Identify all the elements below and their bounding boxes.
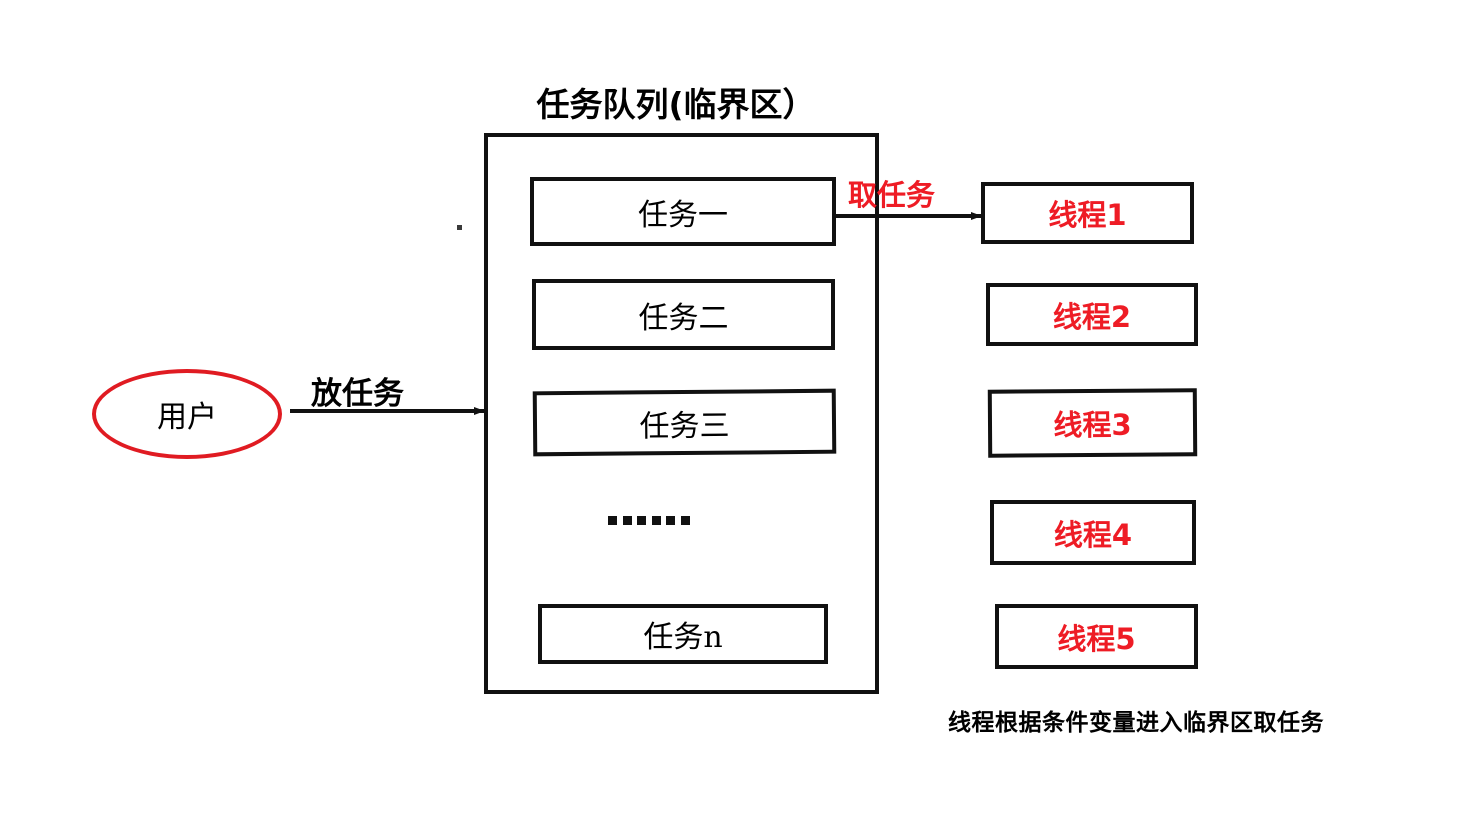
task-box-1[interactable]: 任务一 xyxy=(530,177,836,246)
thread-box-1[interactable]: 线程1 xyxy=(981,182,1194,244)
stray-mark-artifact xyxy=(457,225,462,230)
thread-box-2[interactable]: 线程2 xyxy=(986,283,1198,346)
thread-box-5[interactable]: 线程5 xyxy=(995,604,1198,669)
task-list-ellipsis xyxy=(608,508,690,532)
task-queue-container xyxy=(484,133,879,694)
ellipsis-dot xyxy=(680,515,690,525)
footer-note: 线程根据条件变量进入临界区取任务 xyxy=(948,710,1324,736)
take-task-edge-label: 取任务 xyxy=(848,178,936,212)
task-box-2[interactable]: 任务二 xyxy=(532,279,835,350)
put-task-edge-label: 放任务 xyxy=(311,376,404,412)
ellipsis-dot xyxy=(637,515,647,525)
task-box-3[interactable]: 任务三 xyxy=(532,388,837,457)
ellipsis-dot xyxy=(608,515,617,525)
queue-title: 任务队列(临界区） xyxy=(536,85,816,124)
ellipsis-dot xyxy=(651,515,661,525)
thread-box-3[interactable]: 线程3 xyxy=(987,388,1198,458)
task-box-n[interactable]: 任务n xyxy=(538,604,828,664)
user-actor[interactable]: 用户 xyxy=(92,369,282,459)
thread-box-4[interactable]: 线程4 xyxy=(990,500,1196,565)
ellipsis-dot xyxy=(622,515,632,525)
ellipsis-dot xyxy=(666,515,676,525)
